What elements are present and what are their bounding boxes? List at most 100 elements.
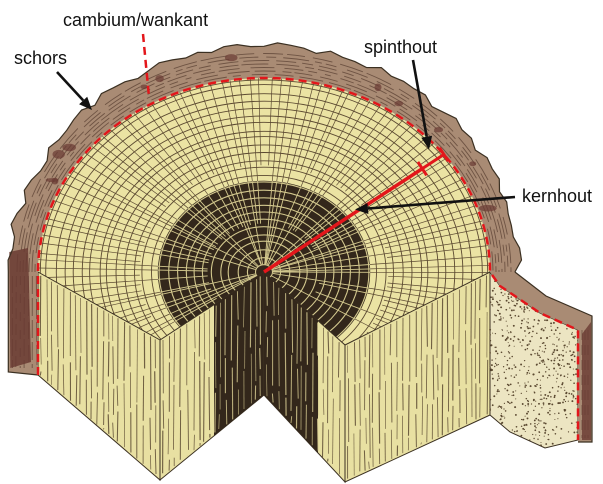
stipple-dot (489, 334, 490, 335)
stipple-dot (489, 329, 491, 331)
stipple-dot (528, 370, 529, 371)
stipple-dot (560, 354, 561, 355)
stipple-dot (522, 339, 524, 341)
grain-line (373, 428, 374, 467)
stipple-dot (504, 372, 505, 373)
stipple-dot (501, 406, 502, 407)
stipple-dot (533, 373, 535, 375)
stipple-dot (562, 401, 564, 403)
grain-line (255, 330, 256, 382)
stipple-dot (513, 394, 515, 396)
stipple-dot (534, 385, 536, 387)
stipple-dot (573, 396, 575, 398)
stipple-dot (527, 344, 529, 346)
stipple-dot (552, 387, 554, 389)
stipple-dot (571, 400, 573, 402)
stipple-dot (502, 295, 503, 296)
stipple-dot (490, 367, 491, 368)
stipple-dot (564, 375, 566, 377)
stipple-dot (509, 307, 510, 308)
stipple-dot (522, 403, 524, 405)
stipple-dot (576, 422, 577, 423)
grain-line (391, 363, 392, 423)
stipple-dot (499, 300, 500, 301)
grain-line (76, 375, 77, 406)
stipple-dot (545, 345, 547, 347)
grain-line (108, 414, 109, 434)
bark-spot (479, 205, 497, 212)
stipple-dot (573, 391, 574, 392)
stipple-dot (564, 345, 565, 346)
stipple-dot (509, 345, 511, 347)
stipple-dot (534, 319, 536, 321)
stipple-dot (508, 332, 509, 333)
stipple-dot (497, 380, 498, 381)
stipple-dot (542, 361, 543, 362)
stipple-dot (540, 420, 541, 421)
stipple-dot (508, 298, 510, 300)
stipple-dot (507, 330, 508, 331)
stipple-dot (532, 434, 533, 435)
stipple-dot (509, 403, 511, 405)
stipple-dot (558, 412, 560, 414)
stipple-dot (517, 300, 519, 302)
stipple-dot (543, 422, 545, 424)
stipple-dot (552, 353, 554, 355)
bark-spot (375, 84, 382, 92)
stipple-dot (535, 418, 537, 420)
grain-line (466, 331, 467, 385)
stipple-dot (533, 410, 534, 411)
stipple-dot (538, 371, 540, 373)
stipple-dot (538, 355, 540, 357)
stipple-dot (568, 431, 569, 432)
stipple-dot (561, 383, 563, 385)
label-kernhout: kernhout (522, 186, 592, 206)
stipple-dot (507, 360, 508, 361)
stipple-dot (497, 389, 499, 391)
stipple-dot (521, 320, 523, 322)
stipple-dot (544, 351, 546, 353)
stipple-dot (504, 417, 505, 418)
stipple-dot (519, 370, 520, 371)
stipple-dot (550, 400, 551, 401)
bark-spot (434, 127, 443, 132)
stipple-dot (514, 346, 515, 347)
stipple-dot (539, 356, 541, 358)
stipple-dot (554, 419, 555, 420)
stipple-dot (554, 358, 555, 359)
stipple-dot (531, 336, 532, 337)
stipple-dot (543, 329, 545, 331)
stipple-dot (535, 401, 536, 402)
grain-line (291, 355, 292, 411)
stipple-dot (572, 336, 574, 338)
stipple-dot (563, 341, 564, 342)
stipple-dot (516, 426, 518, 428)
grain-line (390, 324, 391, 355)
stipple-dot (499, 313, 501, 315)
bark-spot (53, 150, 65, 159)
stipple-dot (494, 385, 495, 386)
stipple-dot (530, 354, 532, 356)
stipple-dot (525, 431, 526, 432)
stipple-dot (516, 430, 517, 431)
stipple-dot (537, 323, 539, 325)
stipple-dot (498, 375, 499, 376)
stipple-dot (570, 355, 571, 356)
stipple-dot (489, 408, 491, 410)
stipple-dot (564, 347, 565, 348)
bark-spot (394, 101, 403, 106)
stipple-dot (495, 363, 496, 364)
stipple-dot (567, 346, 568, 347)
stipple-dot (560, 387, 561, 388)
stipple-dot (527, 372, 529, 374)
stipple-dot (538, 403, 540, 405)
stipple-dot (561, 428, 563, 430)
stipple-dot (505, 339, 507, 341)
stipple-dot (527, 307, 529, 309)
grain-line (80, 356, 81, 404)
stipple-dot (556, 337, 557, 338)
grain-line (209, 377, 210, 430)
stipple-dot (560, 437, 561, 438)
stipple-dot (551, 329, 553, 331)
stipple-dot (510, 296, 512, 298)
